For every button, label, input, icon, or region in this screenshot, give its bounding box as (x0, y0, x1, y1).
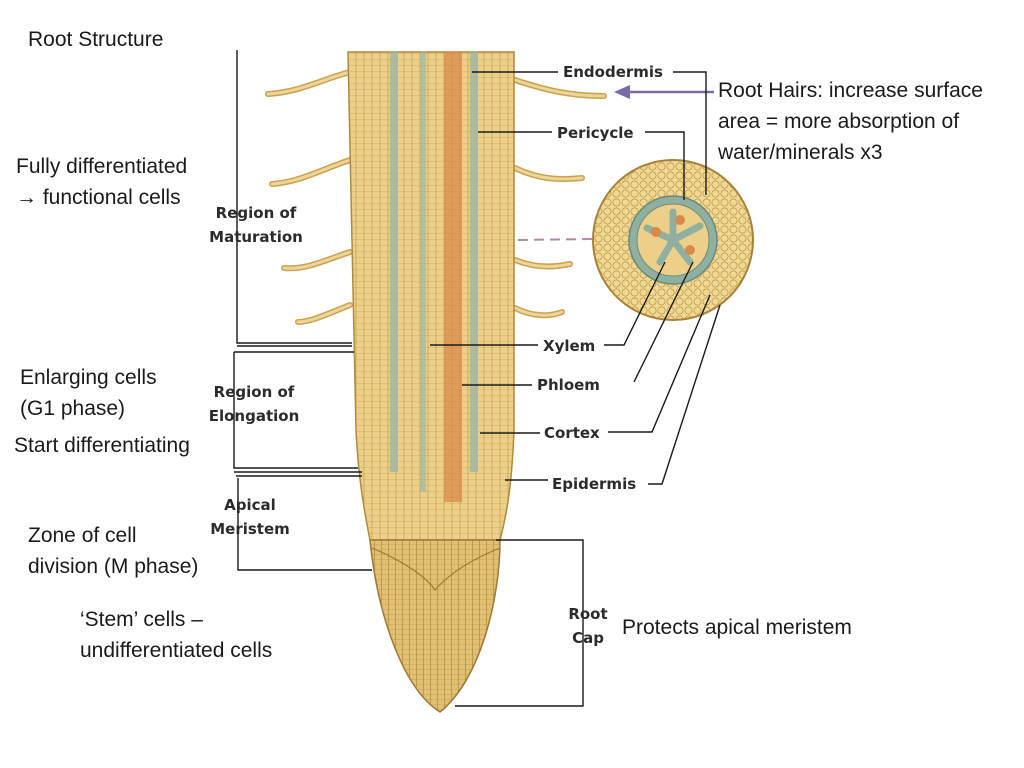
root-hairs-arrow (614, 85, 714, 99)
region-elongation-label: Region of Elongation (196, 380, 312, 428)
vascular-outer-left (390, 52, 398, 472)
region-apical-meristem-label: Apical Meristem (192, 493, 308, 541)
vascular-inner-left (420, 52, 426, 492)
note-stem-cells: ‘Stem’ cells – undifferentiated cells (80, 604, 272, 666)
vascular-outer-right (470, 52, 478, 472)
root-cap (370, 540, 500, 712)
note-zone-of-division: Zone of cell division (M phase) (28, 520, 198, 582)
label-epidermis: Epidermis (552, 474, 636, 494)
phloem-strand (444, 52, 462, 502)
note-start-differentiating: Start differentiating (14, 430, 190, 461)
region-maturation-label: Region of Maturation (198, 201, 314, 249)
region-root-cap-label: Root Cap (558, 602, 618, 650)
section-link (518, 239, 592, 240)
label-endodermis: Endodermis (563, 62, 663, 82)
label-xylem: Xylem (543, 336, 595, 356)
note-enlarging-cells: Enlarging cells (G1 phase) (20, 362, 157, 424)
label-cortex: Cortex (544, 423, 600, 443)
title-root-structure: Root Structure (28, 24, 163, 55)
note-protects-meristem: Protects apical meristem (622, 612, 852, 643)
root-body (348, 52, 514, 540)
label-pericycle: Pericycle (557, 123, 634, 143)
label-phloem: Phloem (537, 375, 600, 395)
note-root-hairs: Root Hairs: increase surface area = more… (718, 75, 983, 168)
cross-section (593, 160, 753, 320)
note-fully-differentiated: Fully differentiated → functional cells (16, 151, 187, 213)
